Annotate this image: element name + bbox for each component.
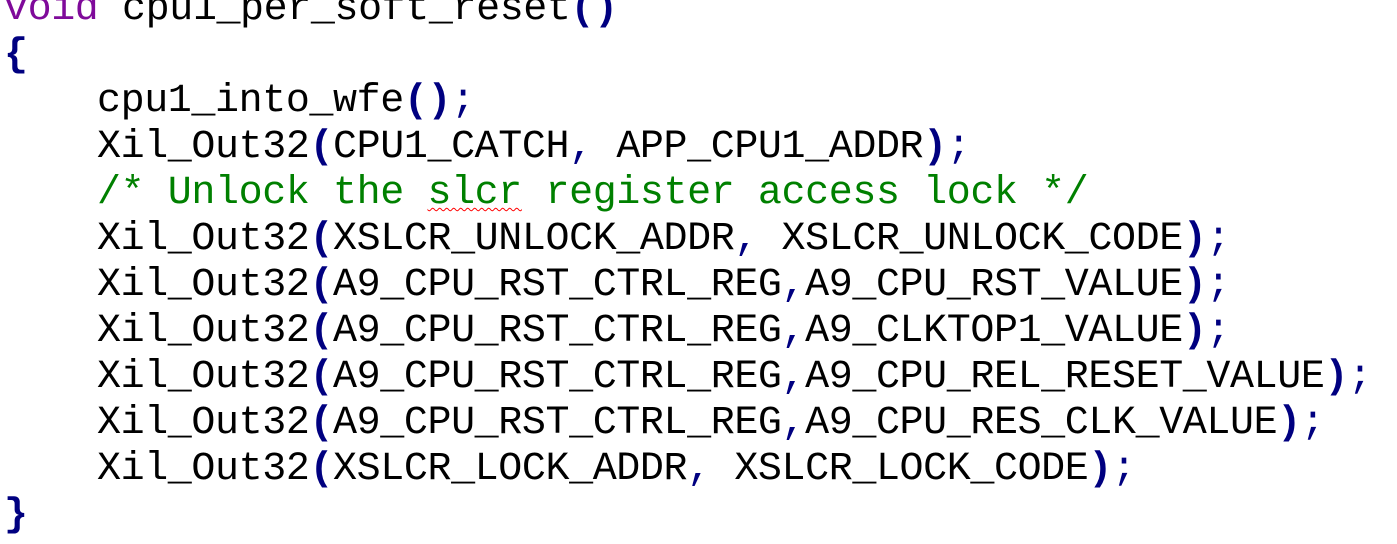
argument-2: XSLCR_LOCK_CODE bbox=[734, 447, 1089, 492]
open-paren: ( bbox=[309, 217, 334, 262]
function-call-name: Xil_Out32 bbox=[97, 355, 310, 400]
argument-separator: , bbox=[569, 125, 617, 170]
close-paren: ) bbox=[1182, 309, 1207, 354]
open-paren: ( bbox=[309, 355, 334, 400]
close-paren: ) bbox=[1182, 217, 1207, 262]
semicolon: ; bbox=[1112, 447, 1136, 492]
function-signature-line: void cpu1_per_soft_reset() bbox=[4, 0, 618, 33]
return-type-keyword: void bbox=[4, 0, 99, 32]
close-paren: ) bbox=[1277, 401, 1301, 446]
argument-separator: , bbox=[781, 309, 806, 354]
code-comment-line: /* Unlock the slcr register access lock … bbox=[4, 171, 1089, 217]
argument-1: CPU1_CATCH bbox=[333, 125, 570, 170]
function-call-name: Xil_Out32 bbox=[97, 309, 310, 354]
close-brace-line: } bbox=[4, 493, 28, 539]
open-paren: ( bbox=[309, 309, 334, 354]
argument-separator: , bbox=[687, 447, 735, 492]
argument-separator: , bbox=[781, 355, 806, 400]
function-call-name: Xil_Out32 bbox=[97, 263, 310, 308]
code-line-into-wfe: cpu1_into_wfe(); bbox=[4, 79, 475, 125]
code-line-statement: Xil_Out32(XSLCR_UNLOCK_ADDR, XSLCR_UNLOC… bbox=[4, 217, 1230, 263]
comment-text-end: register access lock */ bbox=[521, 171, 1089, 216]
argument-separator: , bbox=[734, 217, 782, 262]
code-line-statement: Xil_Out32(A9_CPU_RST_CTRL_REG,A9_CLKTOP1… bbox=[4, 309, 1230, 355]
call-name: cpu1_into_wfe bbox=[97, 79, 404, 124]
close-brace: } bbox=[4, 493, 28, 538]
close-paren: ) bbox=[1088, 447, 1112, 492]
open-paren: ( bbox=[309, 125, 334, 170]
signature-parens: () bbox=[570, 0, 619, 32]
close-paren: ) bbox=[1182, 263, 1207, 308]
function-call-name: Xil_Out32 bbox=[97, 217, 310, 262]
argument-1: XSLCR_UNLOCK_ADDR bbox=[333, 217, 735, 262]
argument-2: XSLCR_UNLOCK_CODE bbox=[781, 217, 1184, 262]
space bbox=[98, 0, 122, 32]
argument-2: A9_CPU_RES_CLK_VALUE bbox=[805, 401, 1278, 446]
code-line-statement: Xil_Out32(A9_CPU_RST_CTRL_REG,A9_CPU_REL… bbox=[4, 355, 1372, 401]
function-call-name: Xil_Out32 bbox=[97, 401, 310, 446]
semicolon: ; bbox=[451, 79, 475, 124]
open-paren: ( bbox=[309, 401, 334, 446]
argument-1: XSLCR_LOCK_ADDR bbox=[333, 447, 688, 492]
code-line-statement: Xil_Out32(CPU1_CATCH, APP_CPU1_ADDR); bbox=[4, 125, 971, 171]
argument-2: A9_CLKTOP1_VALUE bbox=[805, 309, 1183, 354]
open-brace: { bbox=[4, 33, 28, 78]
argument-1: A9_CPU_RST_CTRL_REG bbox=[333, 309, 782, 354]
argument-separator: , bbox=[781, 401, 806, 446]
semicolon: ; bbox=[1300, 401, 1325, 446]
argument-2: A9_CPU_RST_VALUE bbox=[805, 263, 1183, 308]
argument-1: A9_CPU_RST_CTRL_REG bbox=[333, 263, 782, 308]
argument-1: A9_CPU_RST_CTRL_REG bbox=[333, 401, 782, 446]
misspelled-word[interactable]: slcr bbox=[427, 171, 522, 216]
semicolon: ; bbox=[1348, 355, 1372, 400]
semicolon: ; bbox=[1206, 217, 1231, 262]
call-parens: () bbox=[403, 79, 452, 124]
function-call-name: Xil_Out32 bbox=[97, 447, 310, 492]
argument-1: A9_CPU_RST_CTRL_REG bbox=[333, 355, 782, 400]
argument-2: A9_CPU_REL_RESET_VALUE bbox=[805, 355, 1325, 400]
semicolon: ; bbox=[946, 125, 971, 170]
open-paren: ( bbox=[309, 263, 334, 308]
function-call-name: Xil_Out32 bbox=[97, 125, 310, 170]
close-paren: ) bbox=[923, 125, 947, 170]
comment-text-start: /* Unlock the bbox=[97, 171, 428, 216]
code-line-statement: Xil_Out32(A9_CPU_RST_CTRL_REG,A9_CPU_RES… bbox=[4, 401, 1325, 447]
open-paren: ( bbox=[309, 447, 334, 492]
open-brace-line: { bbox=[4, 33, 28, 79]
argument-2: APP_CPU1_ADDR bbox=[616, 125, 924, 170]
close-paren: ) bbox=[1324, 355, 1349, 400]
code-line-statement: Xil_Out32(A9_CPU_RST_CTRL_REG,A9_CPU_RST… bbox=[4, 263, 1230, 309]
semicolon: ; bbox=[1206, 263, 1231, 308]
semicolon: ; bbox=[1206, 309, 1231, 354]
code-line-statement: Xil_Out32(XSLCR_LOCK_ADDR, XSLCR_LOCK_CO… bbox=[4, 447, 1136, 493]
argument-separator: , bbox=[781, 263, 806, 308]
function-name: cpu1_per_soft_reset bbox=[122, 0, 571, 32]
